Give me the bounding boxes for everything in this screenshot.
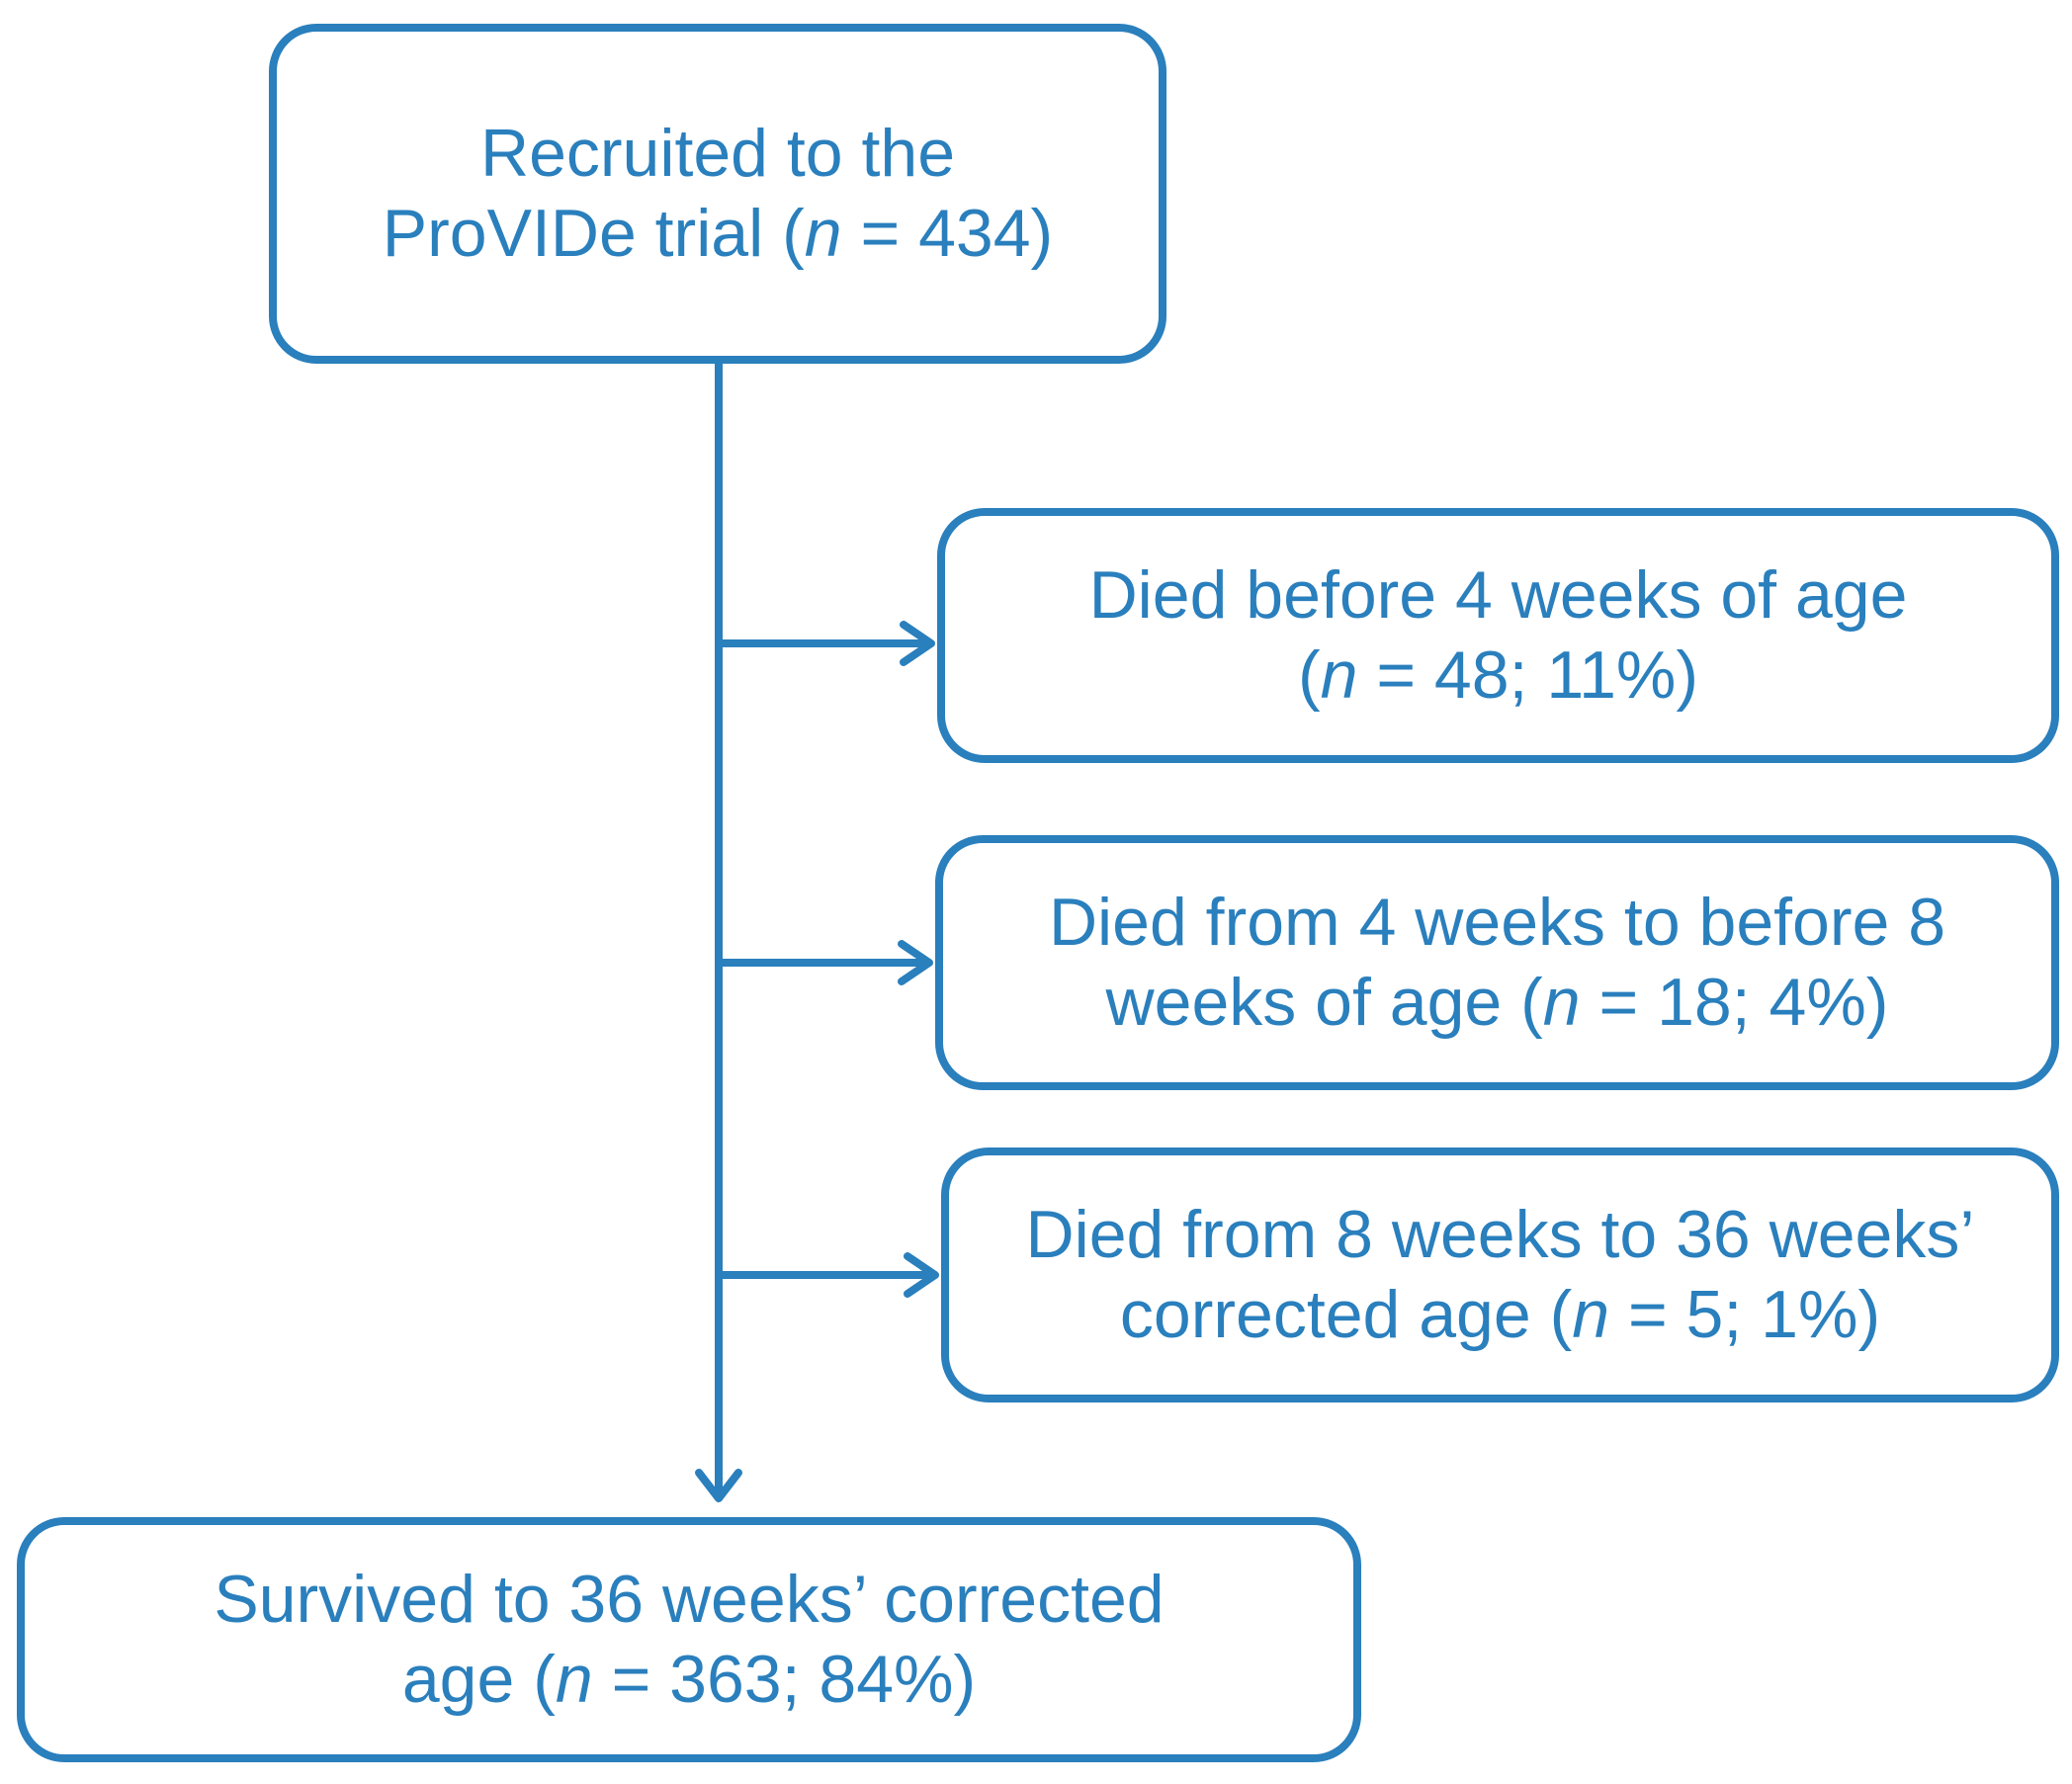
died-before-4-line2-pre: ( (1297, 637, 1321, 713)
survived-n-symbol: n (555, 1642, 593, 1717)
died-4-to-8-weeks-box: Died from 4 weeks to before 8 weeks of a… (935, 835, 2059, 1090)
survived-line2: age (n = 363; 84%) (402, 1640, 976, 1720)
died-before-4-line2: (n = 48; 11%) (1298, 636, 1698, 716)
branch-arrowhead-died-4 (900, 621, 935, 666)
died-4-to-8-line2-post: = 18; 4%) (1580, 965, 1889, 1040)
branch-arrowhead-died-4-8 (898, 940, 933, 985)
died-4-to-8-n-symbol: n (1542, 965, 1581, 1040)
survived-line2-pre: age ( (401, 1642, 556, 1717)
died-8-to-36-line2: corrected age (n = 5; 1%) (1120, 1275, 1880, 1355)
died-8-to-36-line2-pre: corrected age ( (1119, 1277, 1573, 1352)
trunk-arrowhead (695, 1469, 742, 1502)
survived-line1: Survived to 36 weeks’ corrected (214, 1562, 1165, 1637)
recruited-line2-post: = 434) (841, 196, 1054, 271)
recruited-line1: Recruited to the (479, 116, 956, 191)
died-8-to-36-n-symbol: n (1572, 1277, 1610, 1352)
recruited-n-symbol: n (804, 196, 842, 271)
died-before-4-line2-post: = 48; 11%) (1357, 637, 1699, 713)
recruited-line2-pre: ProVIDe trial ( (382, 196, 805, 271)
died-4-to-8-line2-pre: weeks of age ( (1105, 965, 1543, 1040)
died-before-4-n-symbol: n (1320, 637, 1358, 713)
died-8-to-36-line1: Died from 8 weeks to 36 weeks’ (1025, 1197, 1975, 1272)
died-before-4-weeks-box: Died before 4 weeks of age (n = 48; 11%) (937, 508, 2059, 763)
died-4-to-8-line1: Died from 4 weeks to before 8 (1048, 885, 1946, 960)
died-8-to-36-line2-post: = 5; 1%) (1609, 1277, 1881, 1352)
survived-line2-post: = 363; 84%) (592, 1642, 977, 1717)
recruited-box: Recruited to the ProVIDe trial (n = 434) (269, 24, 1166, 364)
survived-box: Survived to 36 weeks’ corrected age (n =… (17, 1517, 1361, 1762)
died-8-to-36-weeks-box: Died from 8 weeks to 36 weeks’ corrected… (941, 1147, 2059, 1402)
recruited-line2: ProVIDe trial (n = 434) (383, 194, 1053, 274)
died-before-4-line1: Died before 4 weeks of age (1088, 557, 1908, 633)
branch-arrowhead-died-8-36 (904, 1252, 939, 1298)
died-4-to-8-line2: weeks of age (n = 18; 4%) (1106, 963, 1889, 1043)
